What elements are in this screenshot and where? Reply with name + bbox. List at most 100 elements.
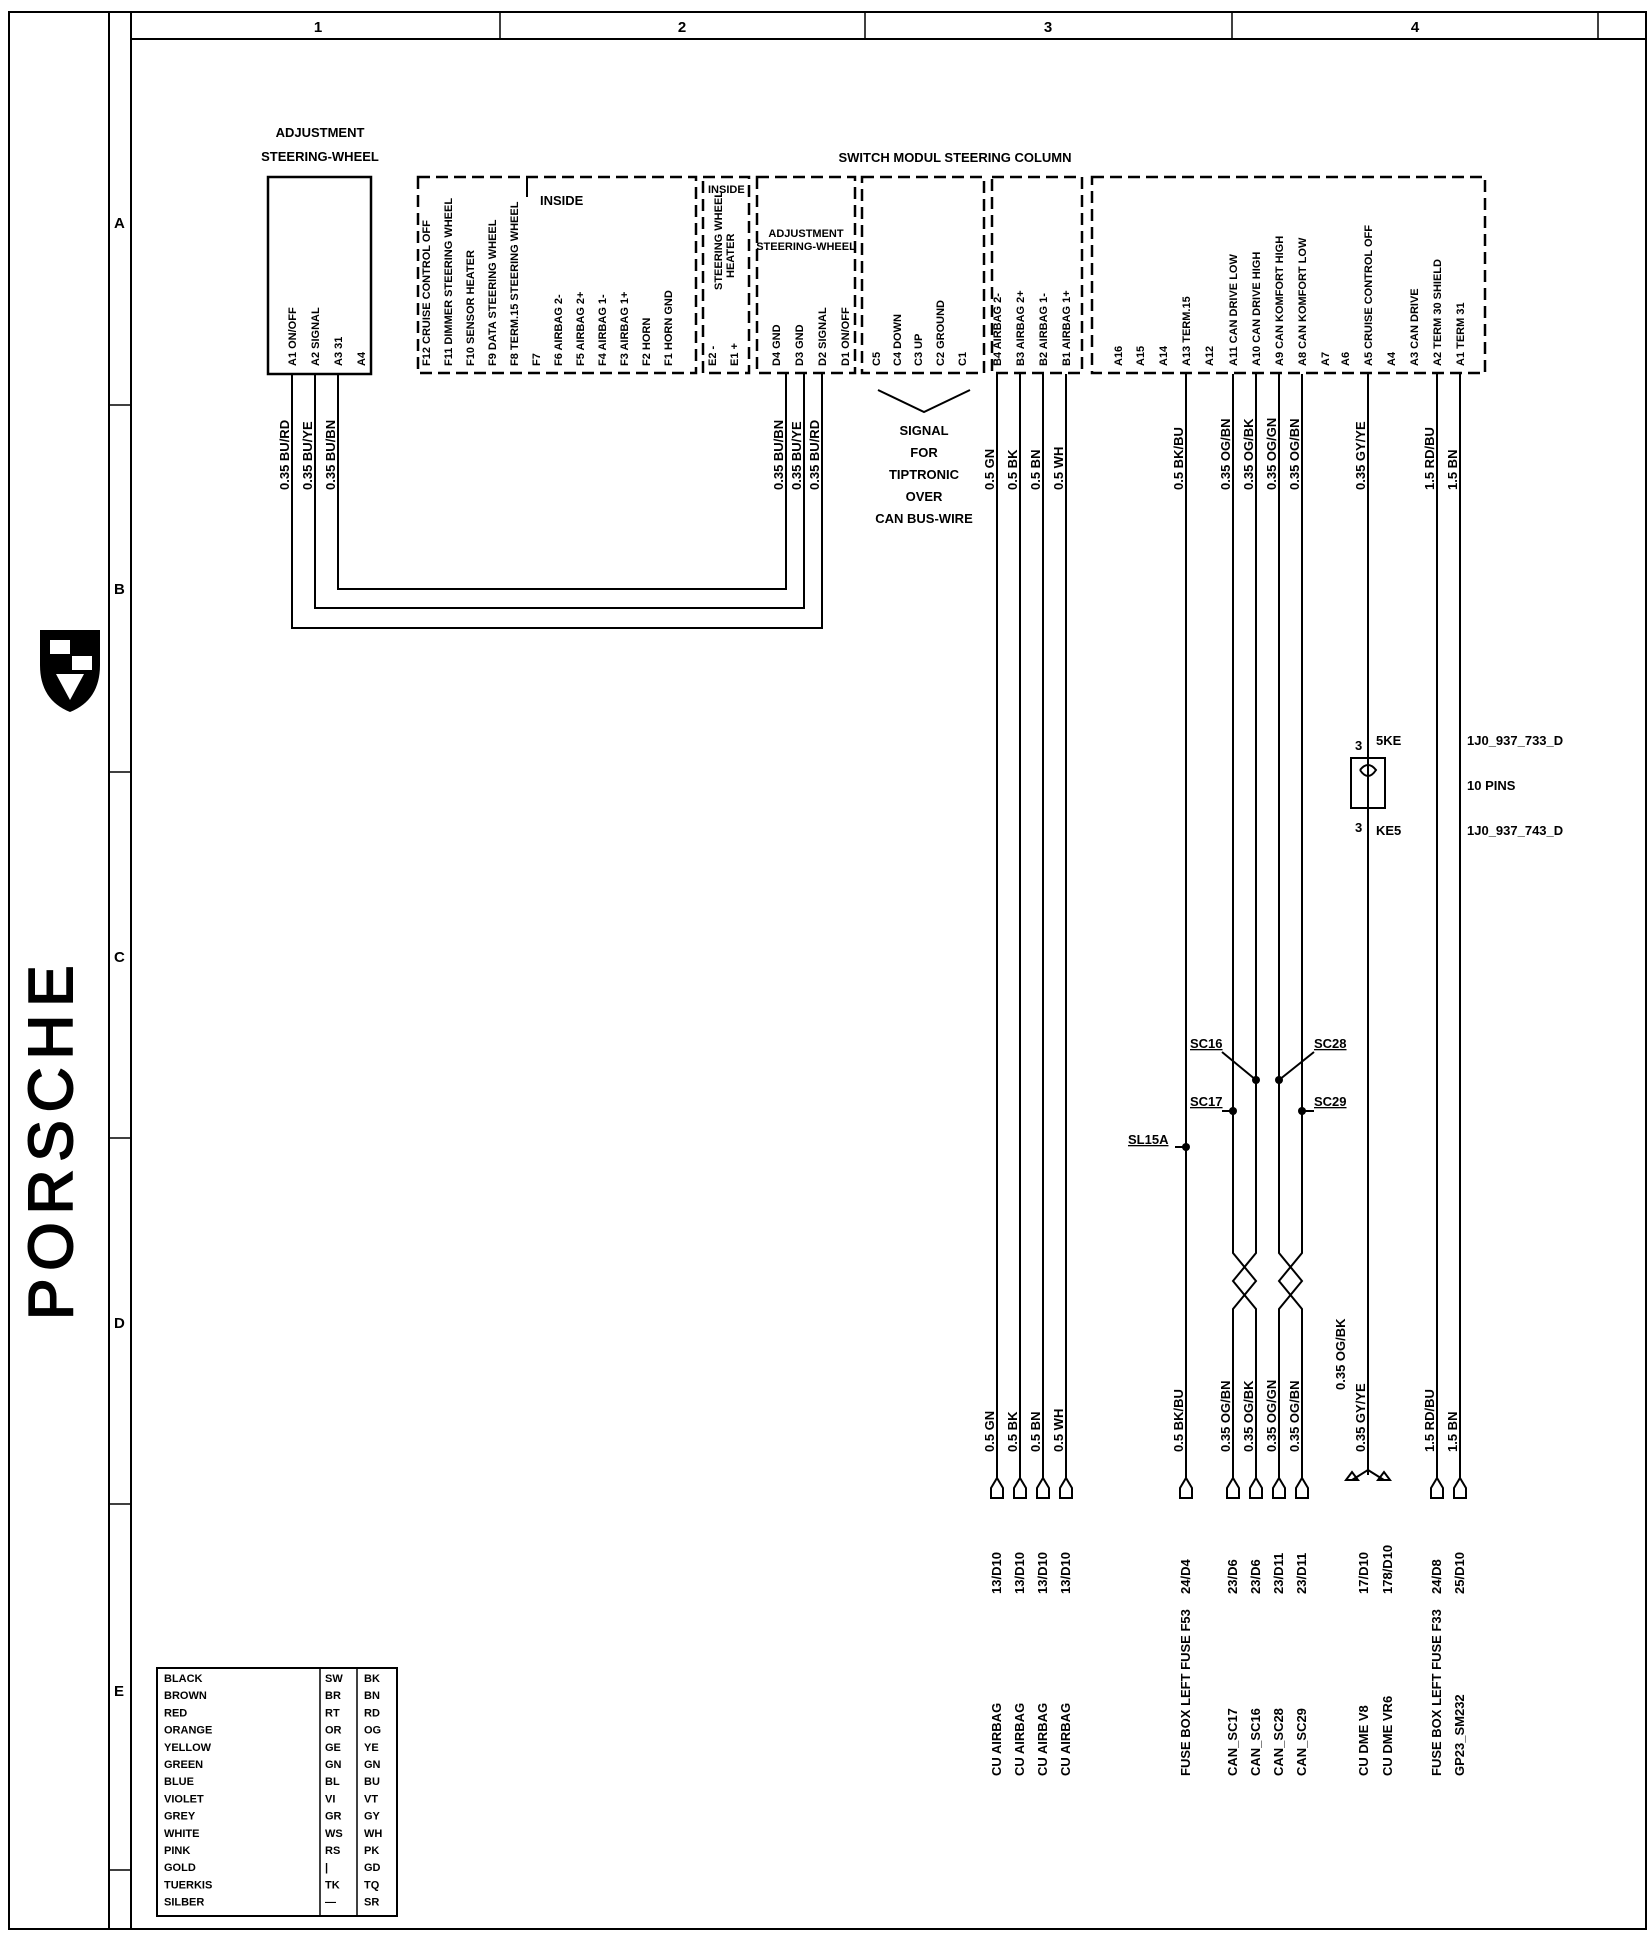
inside-label: INSIDE: [540, 193, 584, 208]
splice-sc29: SC29: [1314, 1094, 1347, 1109]
row-label-b: B: [114, 581, 125, 598]
wire-label-lower: 0.35 OG/GN: [1264, 1380, 1279, 1452]
pin-label: C5: [871, 352, 883, 366]
switch-module-title: SWITCH MODUL STEERING COLUMN: [838, 150, 1071, 165]
wire-label-lower: 0.35 OG/BN: [1218, 1380, 1233, 1452]
svg-text:PORSCHE: PORSCHE: [17, 957, 86, 1320]
svg-text:STEERING WHEEL: STEERING WHEEL: [713, 191, 725, 290]
frame: [8, 11, 1647, 1930]
destination-label: CU DME V8: [1356, 1705, 1371, 1776]
legend-cell: OR: [325, 1725, 342, 1737]
legend-cell: GN: [325, 1759, 342, 1771]
destination-label: CU AIRBAG: [1058, 1703, 1073, 1776]
legend-cell: WH: [364, 1828, 382, 1840]
wire-terminal: [990, 1476, 1004, 1499]
pin-label: D1 ON/OFF: [840, 307, 852, 366]
wire-terminal: [1249, 1476, 1263, 1499]
pin-label: C4 DOWN: [892, 314, 904, 366]
pin-label: A12: [1204, 346, 1216, 366]
reference-label: 23/D11: [1294, 1553, 1309, 1594]
pin-label: A2 SIGNAL: [310, 307, 322, 366]
legend-cell: BROWN: [164, 1690, 207, 1702]
splice-sl15a: SL15A: [1128, 1132, 1169, 1147]
pin-label: A10 CAN DRIVE HIGH: [1251, 252, 1263, 366]
column-labels: 1 2 3 4: [314, 19, 1420, 36]
wire-label-upper: 1.5 BN: [1445, 450, 1460, 490]
legend-cell: GE: [325, 1742, 341, 1754]
pin-label: F1 HORN GND: [663, 290, 675, 366]
pin-label: A13 TERM.15: [1181, 296, 1193, 366]
reference-label: 23/D6: [1225, 1559, 1240, 1594]
reference-label: 13/D10: [1035, 1552, 1050, 1594]
pin-label: A14: [1158, 345, 1170, 366]
legend-cell: WHITE: [164, 1828, 199, 1840]
adjustment-small-label-1: ADJUSTMENT: [768, 228, 843, 240]
wire-label-upper: 0.5 GN: [982, 449, 997, 490]
svg-text:SIGNAL: SIGNAL: [899, 423, 948, 438]
pin-label: A2 TERM 30 SHIELD: [1432, 259, 1444, 366]
reference-label: 13/D10: [989, 1552, 1004, 1594]
pin-label: A5 CRUISE CONTROL OFF: [1363, 225, 1375, 366]
svg-text:TIPTRONIC: TIPTRONIC: [889, 467, 960, 482]
legend-cell: SILBER: [164, 1897, 204, 1909]
reference-label: 24/D8: [1429, 1559, 1444, 1594]
column-label-1: 1: [314, 19, 322, 36]
pin-label: F12 CRUISE CONTROL OFF: [421, 220, 433, 366]
legend-cell: BK: [364, 1673, 380, 1685]
wire-label-lower: 0.35 OG/BK: [1241, 1380, 1256, 1452]
legend-cell: ORANGE: [164, 1725, 212, 1737]
reference-label: 178/D10: [1380, 1545, 1395, 1594]
column-label-4: 4: [1411, 19, 1420, 36]
legend-cell: BU: [364, 1776, 380, 1788]
pin-label: F7: [531, 353, 543, 366]
legend-cell: VIOLET: [164, 1793, 204, 1805]
connector-pin-bottom: 3: [1355, 820, 1362, 835]
legend-cell: RT: [325, 1707, 340, 1719]
pin-label: C3 UP: [913, 334, 925, 366]
legend-cell: GOLD: [164, 1862, 196, 1874]
wire-terminal: [1272, 1476, 1286, 1499]
reference-label: 13/D10: [1058, 1552, 1073, 1594]
wire-label-lower: 0.5 BK/BU: [1171, 1389, 1186, 1452]
destination-label: CU AIRBAG: [1035, 1703, 1050, 1776]
wire-label-upper: 0.35 OG/BN: [1218, 418, 1233, 490]
reference-label: 23/D11: [1271, 1553, 1286, 1594]
destination-label: FUSE BOX LEFT FUSE F53: [1178, 1609, 1193, 1776]
wire-terminal: [1430, 1476, 1444, 1499]
pin-label: F2 HORN: [641, 318, 653, 366]
pin-label: F3 AIRBAG 1+: [619, 292, 631, 366]
row-label-e: E: [114, 1683, 124, 1700]
pin-label: B2 AIRBAG 1-: [1038, 293, 1050, 366]
legend-cell: GREY: [164, 1811, 196, 1823]
pin-label: A6: [1340, 352, 1352, 366]
wire-label-lower: 1.5 RD/BU: [1422, 1389, 1437, 1452]
svg-text:OVER: OVER: [906, 489, 943, 504]
wire-terminal: [1036, 1476, 1050, 1499]
wire-terminal: [1295, 1476, 1309, 1499]
wire-label-upper: 0.35 BU/BN: [771, 420, 786, 490]
wire-label-upper: 0.35 OG/BK: [1241, 418, 1256, 490]
wire-label-upper: 0.35 GY/YE: [1353, 421, 1368, 490]
destination-label: CU AIRBAG: [1012, 1703, 1027, 1776]
wire-label-lower: 0.35 OG/BN: [1287, 1380, 1302, 1452]
splice-sc16: SC16: [1190, 1036, 1223, 1051]
pin-label: D3 GND: [794, 324, 806, 366]
legend-cell: SW: [325, 1673, 343, 1685]
row-label-d: D: [114, 1315, 125, 1332]
wire-terminal: [1059, 1476, 1073, 1499]
legend-cell: GR: [325, 1811, 342, 1823]
splice-sc28: SC28: [1314, 1036, 1347, 1051]
wire-label-lower: 0.5 GN: [982, 1411, 997, 1452]
reference-label: 24/D4: [1178, 1559, 1193, 1594]
wire-label-lower: 1.5 BN: [1445, 1412, 1460, 1452]
legend-cell: |: [325, 1862, 328, 1874]
pin-label: A7: [1320, 352, 1332, 366]
destination-label: CU DME VR6: [1380, 1696, 1395, 1776]
wire-label-upper: 0.35 BU/BN: [323, 420, 338, 490]
wire-label-upper: 0.35 BU/RD: [277, 420, 292, 490]
legend-cell: PINK: [164, 1845, 190, 1857]
wire-label-lower: 0.5 BN: [1028, 1412, 1043, 1452]
